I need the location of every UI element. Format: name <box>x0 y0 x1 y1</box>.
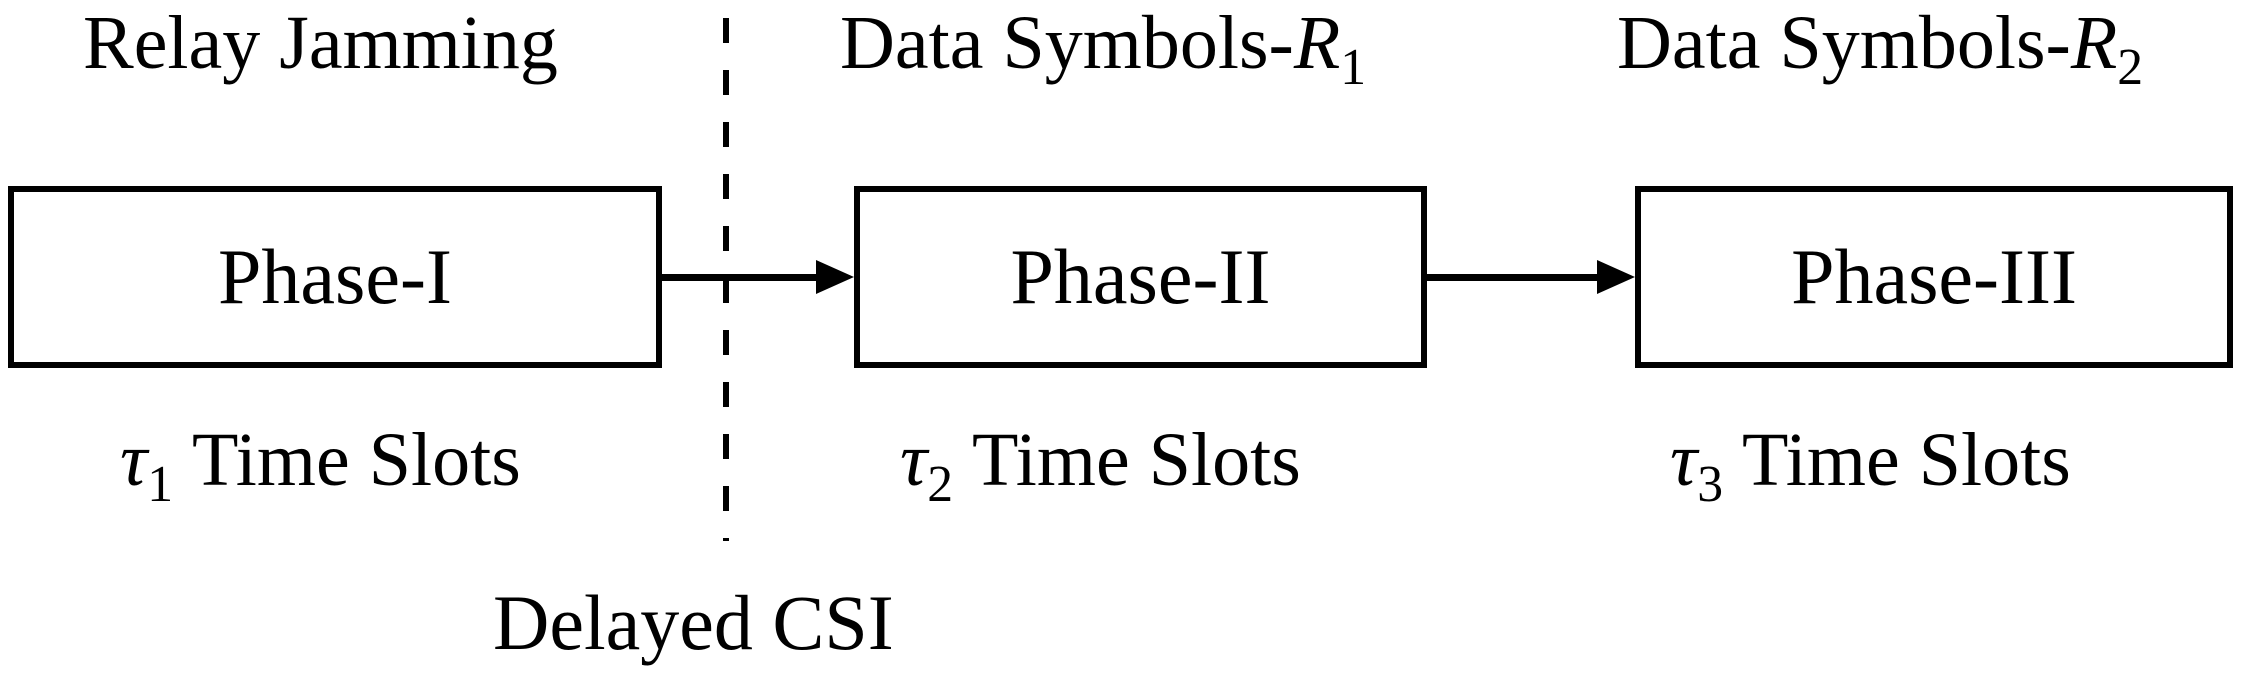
top-label-text: Data Symbols- <box>1617 1 2071 85</box>
duration-label-text: Time Slots <box>1723 418 2071 502</box>
phase-3-box-label: Phase-III <box>1791 233 2077 320</box>
arrow-phase2-to-phase3-line <box>1425 274 1601 281</box>
phase-1-box: Phase-I <box>8 186 662 368</box>
tau-symbol: τ <box>120 418 148 502</box>
top-label-text: Data Symbols- <box>840 1 1294 85</box>
phase-1-duration-label: τ1 Time Slots <box>120 418 521 510</box>
duration-label-text: Time Slots <box>173 418 521 502</box>
tau-symbol: τ <box>1670 418 1698 502</box>
phase-1-box-label: Phase-I <box>218 233 452 320</box>
arrow-phase1-to-phase2-head-icon <box>816 260 854 294</box>
phase-3-duration-label: τ3 Time Slots <box>1670 418 2071 510</box>
data-symbols-r1-label: Data Symbols-R1 <box>840 1 1366 93</box>
tau-subscript: 2 <box>927 456 954 514</box>
delayed-csi-label: Delayed CSI <box>493 579 894 666</box>
phase-2-duration-label: τ2 Time Slots <box>900 418 1301 510</box>
tau-symbol: τ <box>900 418 928 502</box>
top-label-italic: R <box>1293 1 1341 85</box>
data-symbols-r2-label: Data Symbols-R2 <box>1617 1 2143 93</box>
arrow-phase2-to-phase3-head-icon <box>1597 260 1635 294</box>
tau-subscript: 3 <box>1697 456 1724 514</box>
arrow-phase1-to-phase2-line <box>660 274 820 281</box>
phase-3-box: Phase-III <box>1635 186 2233 368</box>
duration-label-text: Time Slots <box>953 418 1301 502</box>
phase-2-box-label: Phase-II <box>1010 233 1271 320</box>
top-label-text: Relay Jamming <box>83 1 558 85</box>
tau-subscript: 1 <box>147 456 174 514</box>
phase-2-box: Phase-II <box>854 186 1427 368</box>
top-label-subscript: 2 <box>2117 39 2144 97</box>
top-label-subscript: 1 <box>1340 39 1367 97</box>
delayed-csi-divider-line <box>723 18 729 541</box>
top-label-italic: R <box>2070 1 2118 85</box>
relay-jamming-label: Relay Jamming <box>83 1 558 86</box>
